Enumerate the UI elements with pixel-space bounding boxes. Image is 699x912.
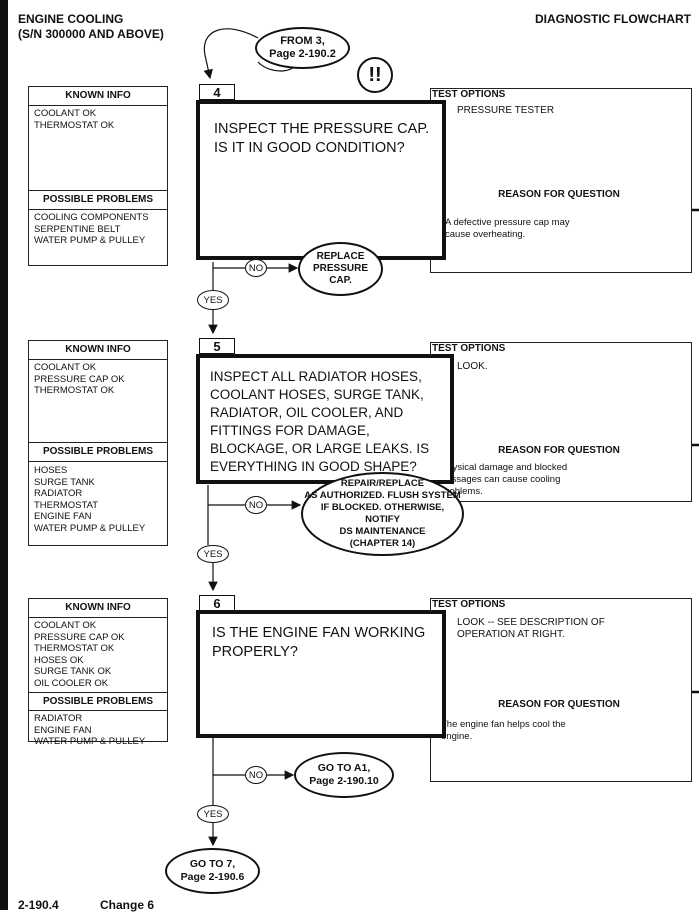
- known-info-list: COOLANT OK PRESSURE CAP OK THERMOSTAT OK: [34, 362, 125, 396]
- question-box-step-6: IS THE ENGINE FAN WORKING PROPERLY?: [196, 610, 446, 738]
- known-info-heading: KNOWN INFO: [65, 602, 131, 613]
- test-options-text: LOOK.: [457, 361, 488, 372]
- reason-heading: REASON FOR QUESTION: [449, 445, 669, 456]
- test-options-heading: TEST OPTIONS: [431, 343, 509, 354]
- question-text: IS THE ENGINE FAN WORKING PROPERLY?: [212, 625, 426, 660]
- start-connector-oval: FROM 3, Page 2-190.2: [255, 27, 350, 69]
- no-label: NO: [245, 766, 267, 784]
- question-text: INSPECT THE PRESSURE CAP. IS IT IN GOOD …: [214, 121, 430, 156]
- title-line-1: ENGINE COOLING: [18, 12, 124, 26]
- reason-text: A defective pressure cap may cause overh…: [445, 217, 570, 240]
- page-title: ENGINE COOLING (S/N 300000 AND ABOVE): [18, 12, 164, 42]
- question-box-step-4: INSPECT THE PRESSURE CAP. IS IT IN GOOD …: [196, 100, 446, 260]
- known-info-heading: KNOWN INFO: [65, 90, 131, 101]
- test-panel-step-5: TEST OPTIONS LOOK. REASON FOR QUESTION P…: [430, 342, 692, 502]
- possible-problems-heading: POSSIBLE PROBLEMS: [42, 696, 153, 707]
- reason-text: The engine fan helps cool the engine.: [441, 719, 566, 742]
- known-info-list: COOLANT OK PRESSURE CAP OK THERMOSTAT OK…: [34, 620, 125, 689]
- no-label: NO: [245, 496, 267, 514]
- divider: [29, 209, 167, 210]
- known-info-heading: KNOWN INFO: [65, 344, 131, 355]
- yes-label: YES: [197, 545, 229, 563]
- test-options-text: PRESSURE TESTER: [457, 105, 555, 116]
- possible-problems-heading: POSSIBLE PROBLEMS: [42, 194, 153, 205]
- divider: [29, 359, 167, 360]
- divider: [29, 190, 167, 191]
- divider: [29, 105, 167, 106]
- no-label: NO: [245, 259, 267, 277]
- divider: [29, 617, 167, 618]
- flowchart-label: DIAGNOSTIC FLOWCHART: [535, 12, 691, 26]
- question-text: INSPECT ALL RADIATOR HOSES, COOLANT HOSE…: [210, 369, 430, 474]
- step-number: 5: [199, 338, 235, 354]
- divider: [29, 692, 167, 693]
- possible-problems-heading: POSSIBLE PROBLEMS: [42, 446, 153, 457]
- test-panel-step-6: TEST OPTIONS LOOK -- SEE DESCRIPTION OF …: [430, 598, 692, 782]
- test-options-heading: TEST OPTIONS: [431, 89, 509, 100]
- title-line-2: (S/N 300000 AND ABOVE): [18, 27, 164, 41]
- change-number: Change 6: [100, 898, 155, 912]
- page-number: 2-190.4: [18, 898, 59, 912]
- step-number: 6: [199, 595, 235, 611]
- info-panel-step-6: KNOWN INFO COOLANT OK PRESSURE CAP OK TH…: [28, 598, 168, 747]
- info-panel-step-4: KNOWN INFO COOLANT OK THERMOSTAT OK POSS…: [28, 86, 168, 266]
- reason-heading: REASON FOR QUESTION: [449, 189, 669, 200]
- possible-problems-list: HOSES SURGE TANK RADIATOR THERMOSTAT ENG…: [34, 465, 146, 534]
- go-to-a1-connector: GO TO A1, Page 2-190.10: [294, 752, 394, 798]
- warning-icon: !!: [357, 57, 393, 93]
- known-info-list: COOLANT OK THERMOSTAT OK: [34, 108, 115, 131]
- possible-problems-list: RADIATOR ENGINE FAN WATER PUMP & PULLEY: [34, 713, 146, 747]
- left-edge-bar: [0, 0, 8, 910]
- test-options-heading: TEST OPTIONS: [431, 599, 509, 610]
- step-number: 4: [199, 84, 235, 100]
- info-panel-step-5: KNOWN INFO COOLANT OK PRESSURE CAP OK TH…: [28, 340, 168, 546]
- repair-replace-action: REPAIR/REPLACE AS AUTHORIZED. FLUSH SYST…: [301, 472, 464, 556]
- go-to-7-connector: GO TO 7, Page 2-190.6: [165, 848, 260, 894]
- yes-label: YES: [197, 290, 229, 310]
- divider: [29, 442, 167, 443]
- reason-heading: REASON FOR QUESTION: [449, 699, 669, 710]
- test-panel-step-4: TEST OPTIONS PRESSURE TESTER REASON FOR …: [430, 88, 692, 273]
- replace-pressure-cap-action: REPLACE PRESSURE CAP.: [298, 242, 383, 296]
- possible-problems-list: COOLING COMPONENTS SERPENTINE BELT WATER…: [34, 212, 149, 246]
- divider: [29, 461, 167, 462]
- divider: [29, 710, 167, 711]
- question-box-step-5: INSPECT ALL RADIATOR HOSES, COOLANT HOSE…: [196, 354, 454, 484]
- test-options-text: LOOK -- SEE DESCRIPTION OF OPERATION AT …: [457, 617, 605, 640]
- yes-label: YES: [197, 805, 229, 823]
